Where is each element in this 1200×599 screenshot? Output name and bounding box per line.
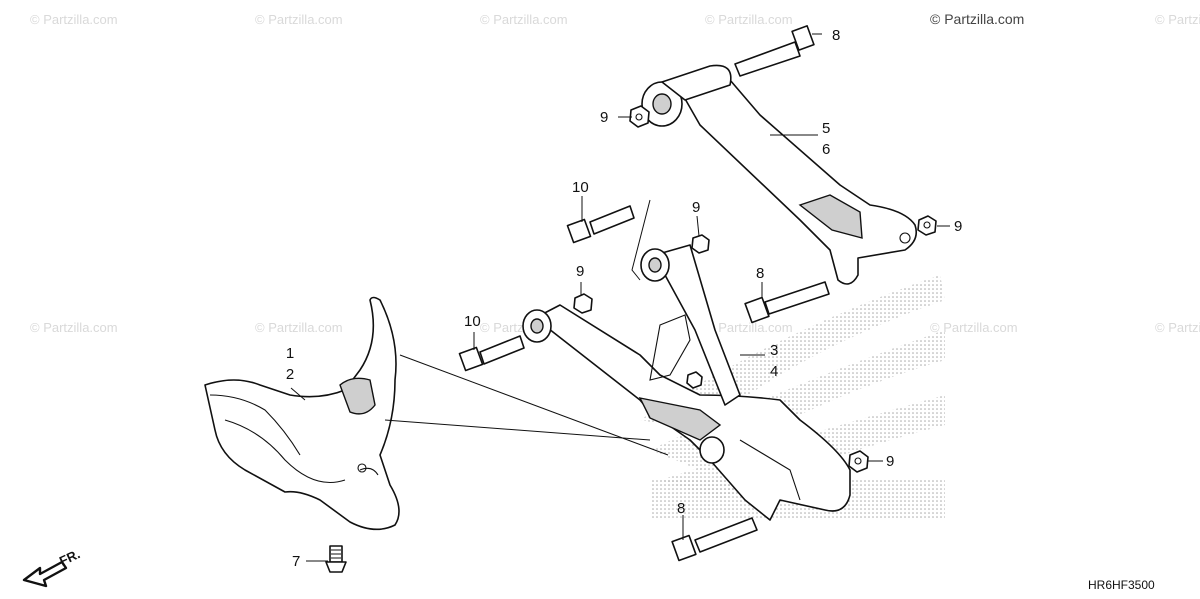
callout-10-mid: 10 — [464, 313, 481, 330]
front-guard-part-1-2 — [204, 296, 400, 531]
nut-9-top — [629, 105, 650, 128]
bolt-8-mid — [744, 281, 830, 324]
bolt-8-top — [734, 25, 815, 77]
watermark-text: © Partzilla.com — [480, 12, 568, 27]
callout-10-top: 10 — [572, 179, 589, 196]
callout-6: 6 — [822, 141, 830, 158]
callout-9-top: 9 — [600, 109, 608, 126]
nut-small — [686, 371, 703, 389]
leader-lines — [290, 33, 950, 562]
nut-9-upper-mid — [691, 234, 710, 254]
callout-9-mid: 9 — [576, 263, 584, 280]
callout-8-bottom: 8 — [677, 500, 685, 517]
front-arrow-icon — [22, 560, 68, 588]
bolt-10-top — [566, 205, 635, 244]
watermark-text: © Partzilla.com — [705, 12, 793, 27]
screw-part-7 — [325, 545, 347, 573]
nut-9-right — [917, 215, 937, 236]
nut-9-low-right — [848, 450, 869, 473]
callout-9-right: 9 — [954, 218, 962, 235]
bolt-10-mid — [458, 335, 525, 372]
watermark-text: © Partzilla.com — [930, 320, 1018, 335]
callout-9-upper-mid: 9 — [692, 199, 700, 216]
watermark-layer: © Partzilla.com © Partzilla.com © Partzi… — [30, 11, 1200, 335]
watermark-text: © Partzilla.com — [30, 320, 118, 335]
callout-labels: 1 2 3 4 5 6 7 8 8 8 9 9 9 9 9 10 10 — [286, 27, 963, 570]
lower-arm-part-3-4 — [522, 244, 851, 521]
callout-2: 2 — [286, 366, 294, 383]
callout-3: 3 — [770, 342, 778, 359]
callout-8-mid: 8 — [756, 265, 764, 282]
watermark-text: © Partzilla.com — [705, 320, 793, 335]
callout-1: 1 — [286, 345, 294, 362]
watermark-text: © Partzilla.com — [255, 320, 343, 335]
direction-label: FR. — [57, 546, 82, 568]
nut-9-mid — [573, 293, 593, 314]
watermark-text: © Partzilla.com — [1155, 320, 1200, 335]
front-direction-indicator: FR. — [22, 546, 82, 588]
callout-4: 4 — [770, 363, 778, 380]
callout-8-top: 8 — [832, 27, 840, 44]
upper-arm-part-5-6 — [641, 64, 918, 285]
watermark-text: © Partzilla.com — [30, 12, 118, 27]
callout-7: 7 — [292, 553, 300, 570]
diagram-code: HR6HF3500 — [1088, 578, 1155, 592]
bolt-8-bottom — [671, 517, 758, 562]
watermark-top-right: © Partzilla.com — [930, 11, 1024, 27]
callout-9-low-right: 9 — [886, 453, 894, 470]
callout-5: 5 — [822, 120, 830, 137]
watermark-text: © Partzilla.com — [1155, 12, 1200, 27]
watermark-text: © Partzilla.com — [255, 12, 343, 27]
